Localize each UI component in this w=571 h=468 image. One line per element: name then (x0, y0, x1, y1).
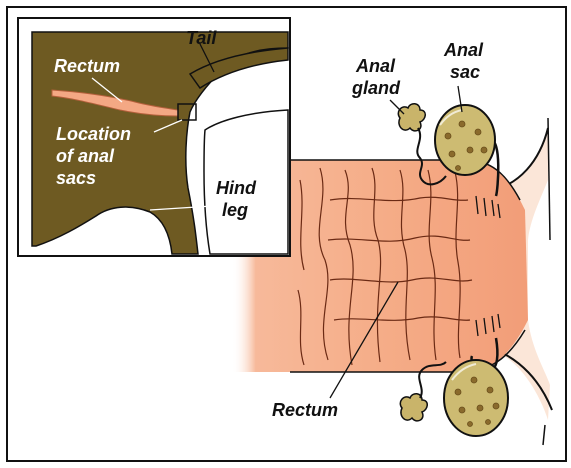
label-location-3: sacs (56, 168, 96, 188)
label-inset-rectum: Rectum (54, 56, 120, 76)
upper-anal-sac (435, 105, 495, 175)
label-hind-1: Hind (216, 178, 257, 198)
label-location-2: of anal (56, 146, 115, 166)
lower-anal-sac (444, 360, 508, 436)
label-anal-gland-2: gland (351, 78, 401, 98)
label-anal-sac-2: sac (450, 62, 480, 82)
label-location-1: Location (56, 124, 131, 144)
lower-anal-gland (400, 394, 427, 421)
label-hind-2: leg (222, 200, 248, 220)
label-anal-sac-1: Anal (443, 40, 484, 60)
label-anal-gland-1: Anal (355, 56, 396, 76)
label-tail: Tail (186, 28, 217, 48)
label-rectum: Rectum (272, 400, 338, 420)
upper-anal-gland (398, 104, 425, 131)
